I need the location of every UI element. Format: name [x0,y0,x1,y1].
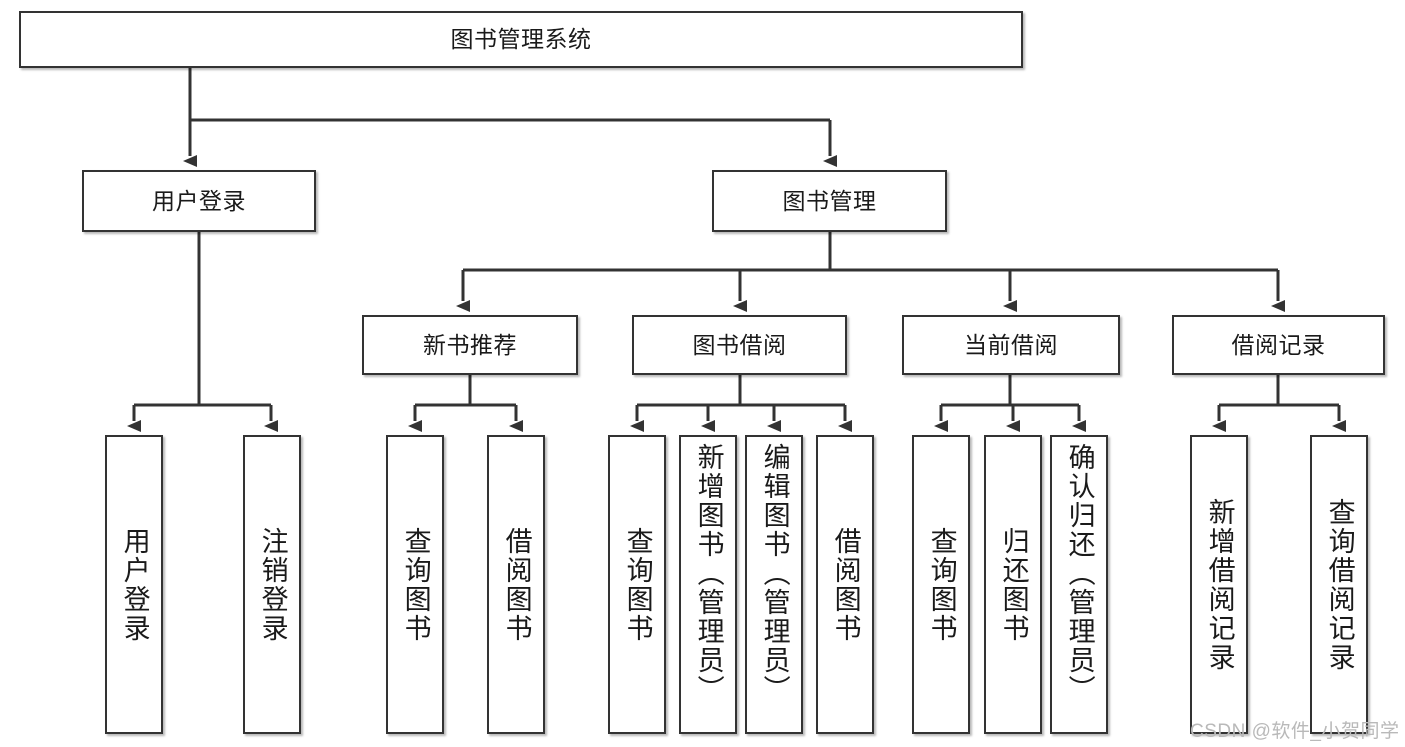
node-label: 查询图书 [400,526,431,643]
leaf-node: 查询图书 [912,435,970,734]
node-label: 图书管理系统 [450,26,592,52]
node-label: 新书推荐 [423,331,517,358]
level3-node: 借阅记录 [1172,315,1385,375]
csdn-watermark: CSDN @软件_小贺同学 [1190,721,1400,742]
node-label: 借阅图书 [830,526,861,643]
root-node: 图书管理系统 [19,11,1023,68]
node-label: 确认归还（管理员） [1064,443,1095,704]
level2-node: 图书管理 [712,170,947,232]
leaf-node: 用户登录 [105,435,163,734]
leaf-node: 借阅图书 [816,435,874,734]
leaf-node: 借阅图书 [487,435,545,734]
leaf-node: 确认归还（管理员） [1050,435,1108,734]
node-label: 图书管理 [782,187,877,214]
node-label: 图书借阅 [692,331,787,358]
node-label: 归还图书 [998,526,1029,643]
level3-node: 新书推荐 [362,315,578,375]
node-label: 借阅图书 [501,526,532,643]
node-label: 编辑图书（管理员） [759,443,790,704]
node-label: 用户登录 [152,187,246,214]
level3-node: 当前借阅 [902,315,1120,375]
leaf-node: 查询图书 [386,435,444,734]
node-label: 借阅记录 [1231,331,1326,358]
leaf-node: 新增图书（管理员） [679,435,737,734]
level2-node: 用户登录 [82,170,316,232]
leaf-node: 编辑图书（管理员） [745,435,803,734]
node-label: 新增图书（管理员） [693,443,724,704]
node-label: 当前借阅 [964,331,1058,358]
node-label: 注销登录 [257,526,288,643]
node-label: 用户登录 [119,526,150,643]
leaf-node: 查询借阅记录 [1310,435,1368,734]
level3-node: 图书借阅 [632,315,847,375]
leaf-node: 归还图书 [984,435,1042,734]
node-label: 新增借阅记录 [1204,497,1235,672]
node-label: 查询图书 [622,526,653,643]
leaf-node: 注销登录 [243,435,301,734]
leaf-node: 查询图书 [608,435,666,734]
node-label: 查询借阅记录 [1324,497,1355,672]
leaf-node: 新增借阅记录 [1190,435,1248,734]
node-label: 查询图书 [926,526,957,643]
